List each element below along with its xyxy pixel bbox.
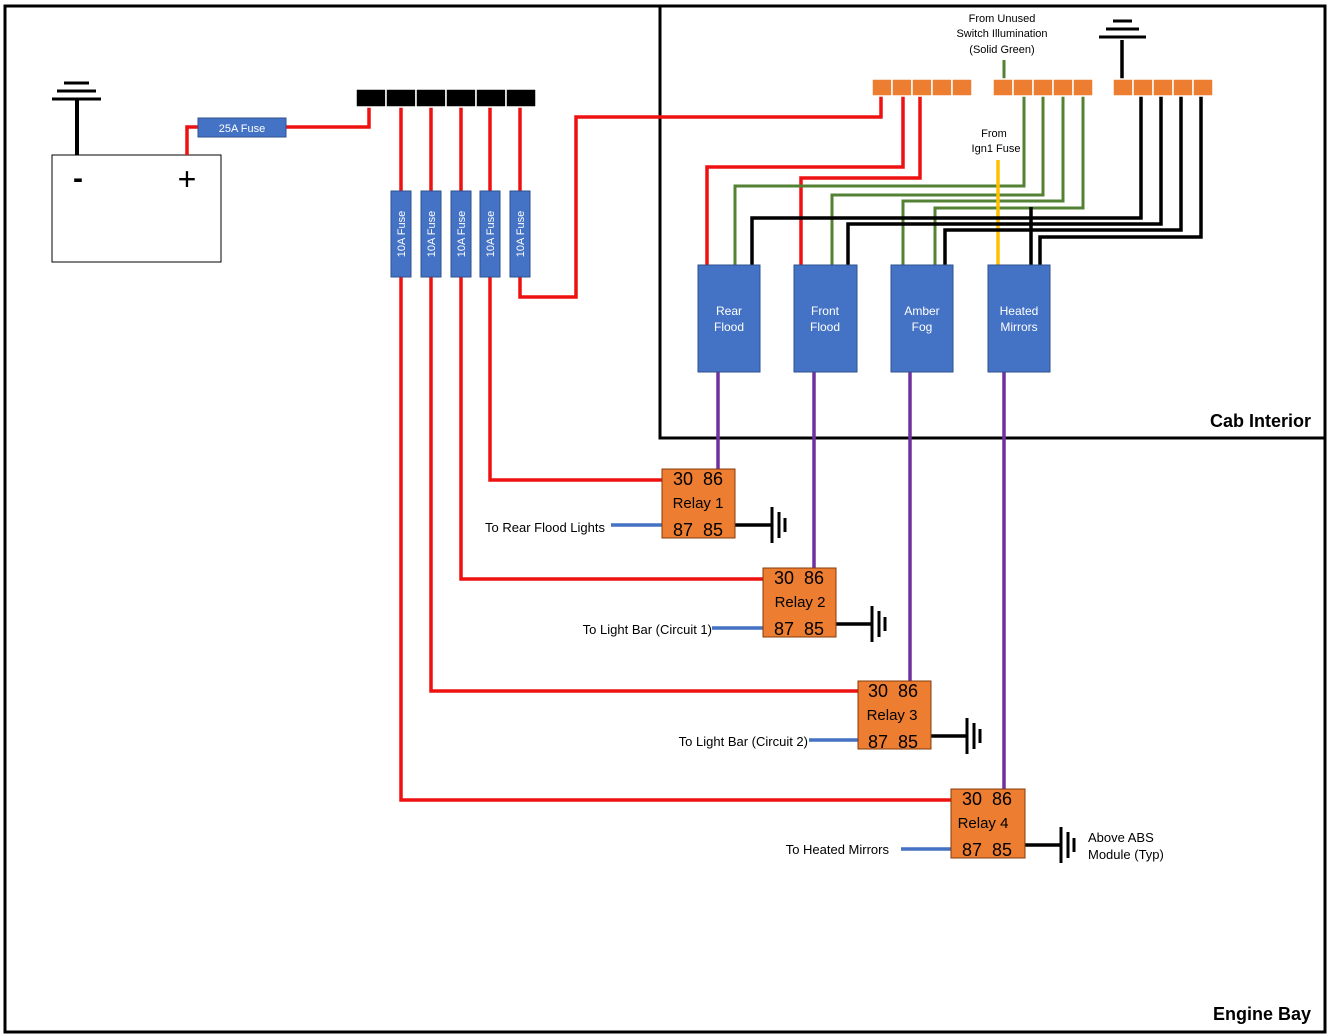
- relay-1-pins-top: 30 86: [673, 469, 723, 489]
- branch-fuse-4-label: 10A Fuse: [485, 211, 497, 257]
- relay-4: 30 86 Relay 4 87 85: [950, 788, 1026, 860]
- power-connector-block: [871, 78, 973, 97]
- relay-2-pins-bottom: 87 85: [774, 619, 824, 639]
- cab-ground-wire-1: [750, 95, 1143, 265]
- branch-fuse-3: [450, 190, 472, 278]
- main-fuse-label: 25A Fuse: [219, 123, 265, 135]
- illumination-note-line-1: From Unused: [969, 13, 1036, 25]
- illumination-note-line-3: (Solid Green): [969, 44, 1034, 56]
- branch-fuse-2: [420, 190, 442, 278]
- relay-1: 30 86 Relay 1 87 85: [661, 468, 736, 540]
- ground-note-line-1: Above ABS: [1088, 830, 1154, 845]
- ground-note-line-2: Module (Typ): [1088, 847, 1164, 862]
- relay-4-output-label: To Heated Mirrors: [786, 842, 890, 857]
- relay-3-name: Relay 3: [867, 707, 918, 724]
- relay-1-output-label: To Rear Flood Lights: [485, 520, 605, 535]
- fuse-4-to-relay-1-wire: [488, 277, 662, 482]
- branch-fuse-3-label: 10A Fuse: [456, 211, 468, 257]
- branch-fuses: 10A Fuse 10A Fuse 10A Fuse 10A Fuse 10A …: [390, 190, 531, 278]
- battery-negative-terminal: -: [73, 162, 83, 195]
- rear-flood-switch-power-wire: [705, 95, 905, 265]
- branch-fuse-4: [479, 190, 501, 278]
- branch-fuse-5-label: 10A Fuse: [515, 211, 527, 257]
- switch-amber-fog: Amber Fog: [890, 264, 954, 373]
- relay-3-output-label: To Light Bar (Circuit 2): [679, 734, 808, 749]
- switch-heated-mirrors-label-2: Mirrors: [1000, 320, 1037, 334]
- relay-4-name: Relay 4: [958, 815, 1009, 832]
- switch-front-flood: Front Flood: [793, 264, 858, 373]
- relay-3-pins-bottom: 87 85: [868, 732, 918, 752]
- relay-3: 30 86 Relay 3 87 85: [857, 680, 932, 752]
- switch-heated-mirrors: Heated Mirrors: [987, 264, 1051, 373]
- relay-1-pins-bottom: 87 85: [673, 520, 723, 540]
- fuse-bus-bar: [355, 88, 537, 108]
- output-wires: [611, 523, 951, 851]
- switched-wires: [716, 372, 1006, 789]
- relay-2-output-label: To Light Bar (Circuit 1): [583, 622, 712, 637]
- switch-amber-fog-label-1: Amber: [904, 304, 939, 318]
- cab-ground-symbol: [1099, 19, 1146, 39]
- engine-bay-label: Engine Bay: [1213, 1004, 1311, 1024]
- cab-ground-wire-4: [1038, 95, 1203, 265]
- relay-4-pins-bottom: 87 85: [962, 840, 1012, 860]
- illumination-note-line-2: Switch Illumination: [956, 28, 1047, 40]
- relay-2-name: Relay 2: [775, 594, 826, 611]
- battery-ground-symbol: [52, 81, 101, 155]
- cab-interior-label: Cab Interior: [1210, 411, 1311, 431]
- cab-ground-wires: [750, 40, 1203, 265]
- relay-3-pins-top: 30 86: [868, 681, 918, 701]
- illum-wire-1: [733, 95, 1026, 265]
- switch-rear-flood-label-2: Flood: [714, 320, 744, 334]
- power-wires: [185, 95, 951, 802]
- relay-1-name: Relay 1: [673, 495, 724, 512]
- switch-front-flood-label-2: Flood: [810, 320, 840, 334]
- illumination-wires: [733, 60, 1085, 265]
- branch-fuse-5: [509, 190, 531, 278]
- switch-heated-mirrors-label-1: Heated: [1000, 304, 1039, 318]
- branch-fuse-1: [390, 190, 412, 278]
- switch-amber-fog-label-2: Fog: [912, 320, 933, 334]
- fuse-1-to-relay-4-wire: [399, 277, 951, 802]
- ground-connector-block: [1112, 78, 1214, 97]
- illum-wire-4: [933, 95, 1085, 265]
- illum-wire-2: [830, 95, 1045, 265]
- switch-rear-flood: Rear Flood: [697, 264, 761, 373]
- relay-grounds: [735, 507, 1076, 863]
- fuse-3-to-relay-2-wire: [459, 277, 763, 581]
- main-fuse: [197, 117, 287, 138]
- cab-interior-outline: [658, 4, 1327, 440]
- relay-4-pins-top: 30 86: [962, 789, 1012, 809]
- fuse-5-to-switch-panel-wire: [518, 95, 883, 299]
- cab-ground-wire-3: [943, 95, 1183, 265]
- battery: [51, 154, 222, 263]
- illumination-connector-block: [992, 78, 1094, 97]
- front-flood-switch-power-wire: [799, 95, 922, 265]
- main-fuse-to-bus-wire: [286, 107, 371, 129]
- cab-ground-wire-2: [846, 95, 1163, 265]
- relay-2-pins-top: 30 86: [774, 568, 824, 588]
- ignition-note-line-2: Ign1 Fuse: [972, 143, 1021, 155]
- branch-fuse-2-label: 10A Fuse: [426, 211, 438, 257]
- branch-fuse-1-label: 10A Fuse: [396, 211, 408, 257]
- relay-2: 30 86 Relay 2 87 85: [762, 567, 837, 639]
- battery-positive-terminal: +: [178, 161, 197, 197]
- illum-wire-3: [901, 95, 1065, 265]
- fuse-2-to-relay-3-wire: [429, 277, 858, 693]
- battery-to-main-fuse-wire: [185, 125, 198, 155]
- switch-front-flood-label-1: Front: [811, 304, 840, 318]
- switch-rear-flood-label-1: Rear: [716, 304, 742, 318]
- ignition-note-line-1: From: [981, 128, 1007, 140]
